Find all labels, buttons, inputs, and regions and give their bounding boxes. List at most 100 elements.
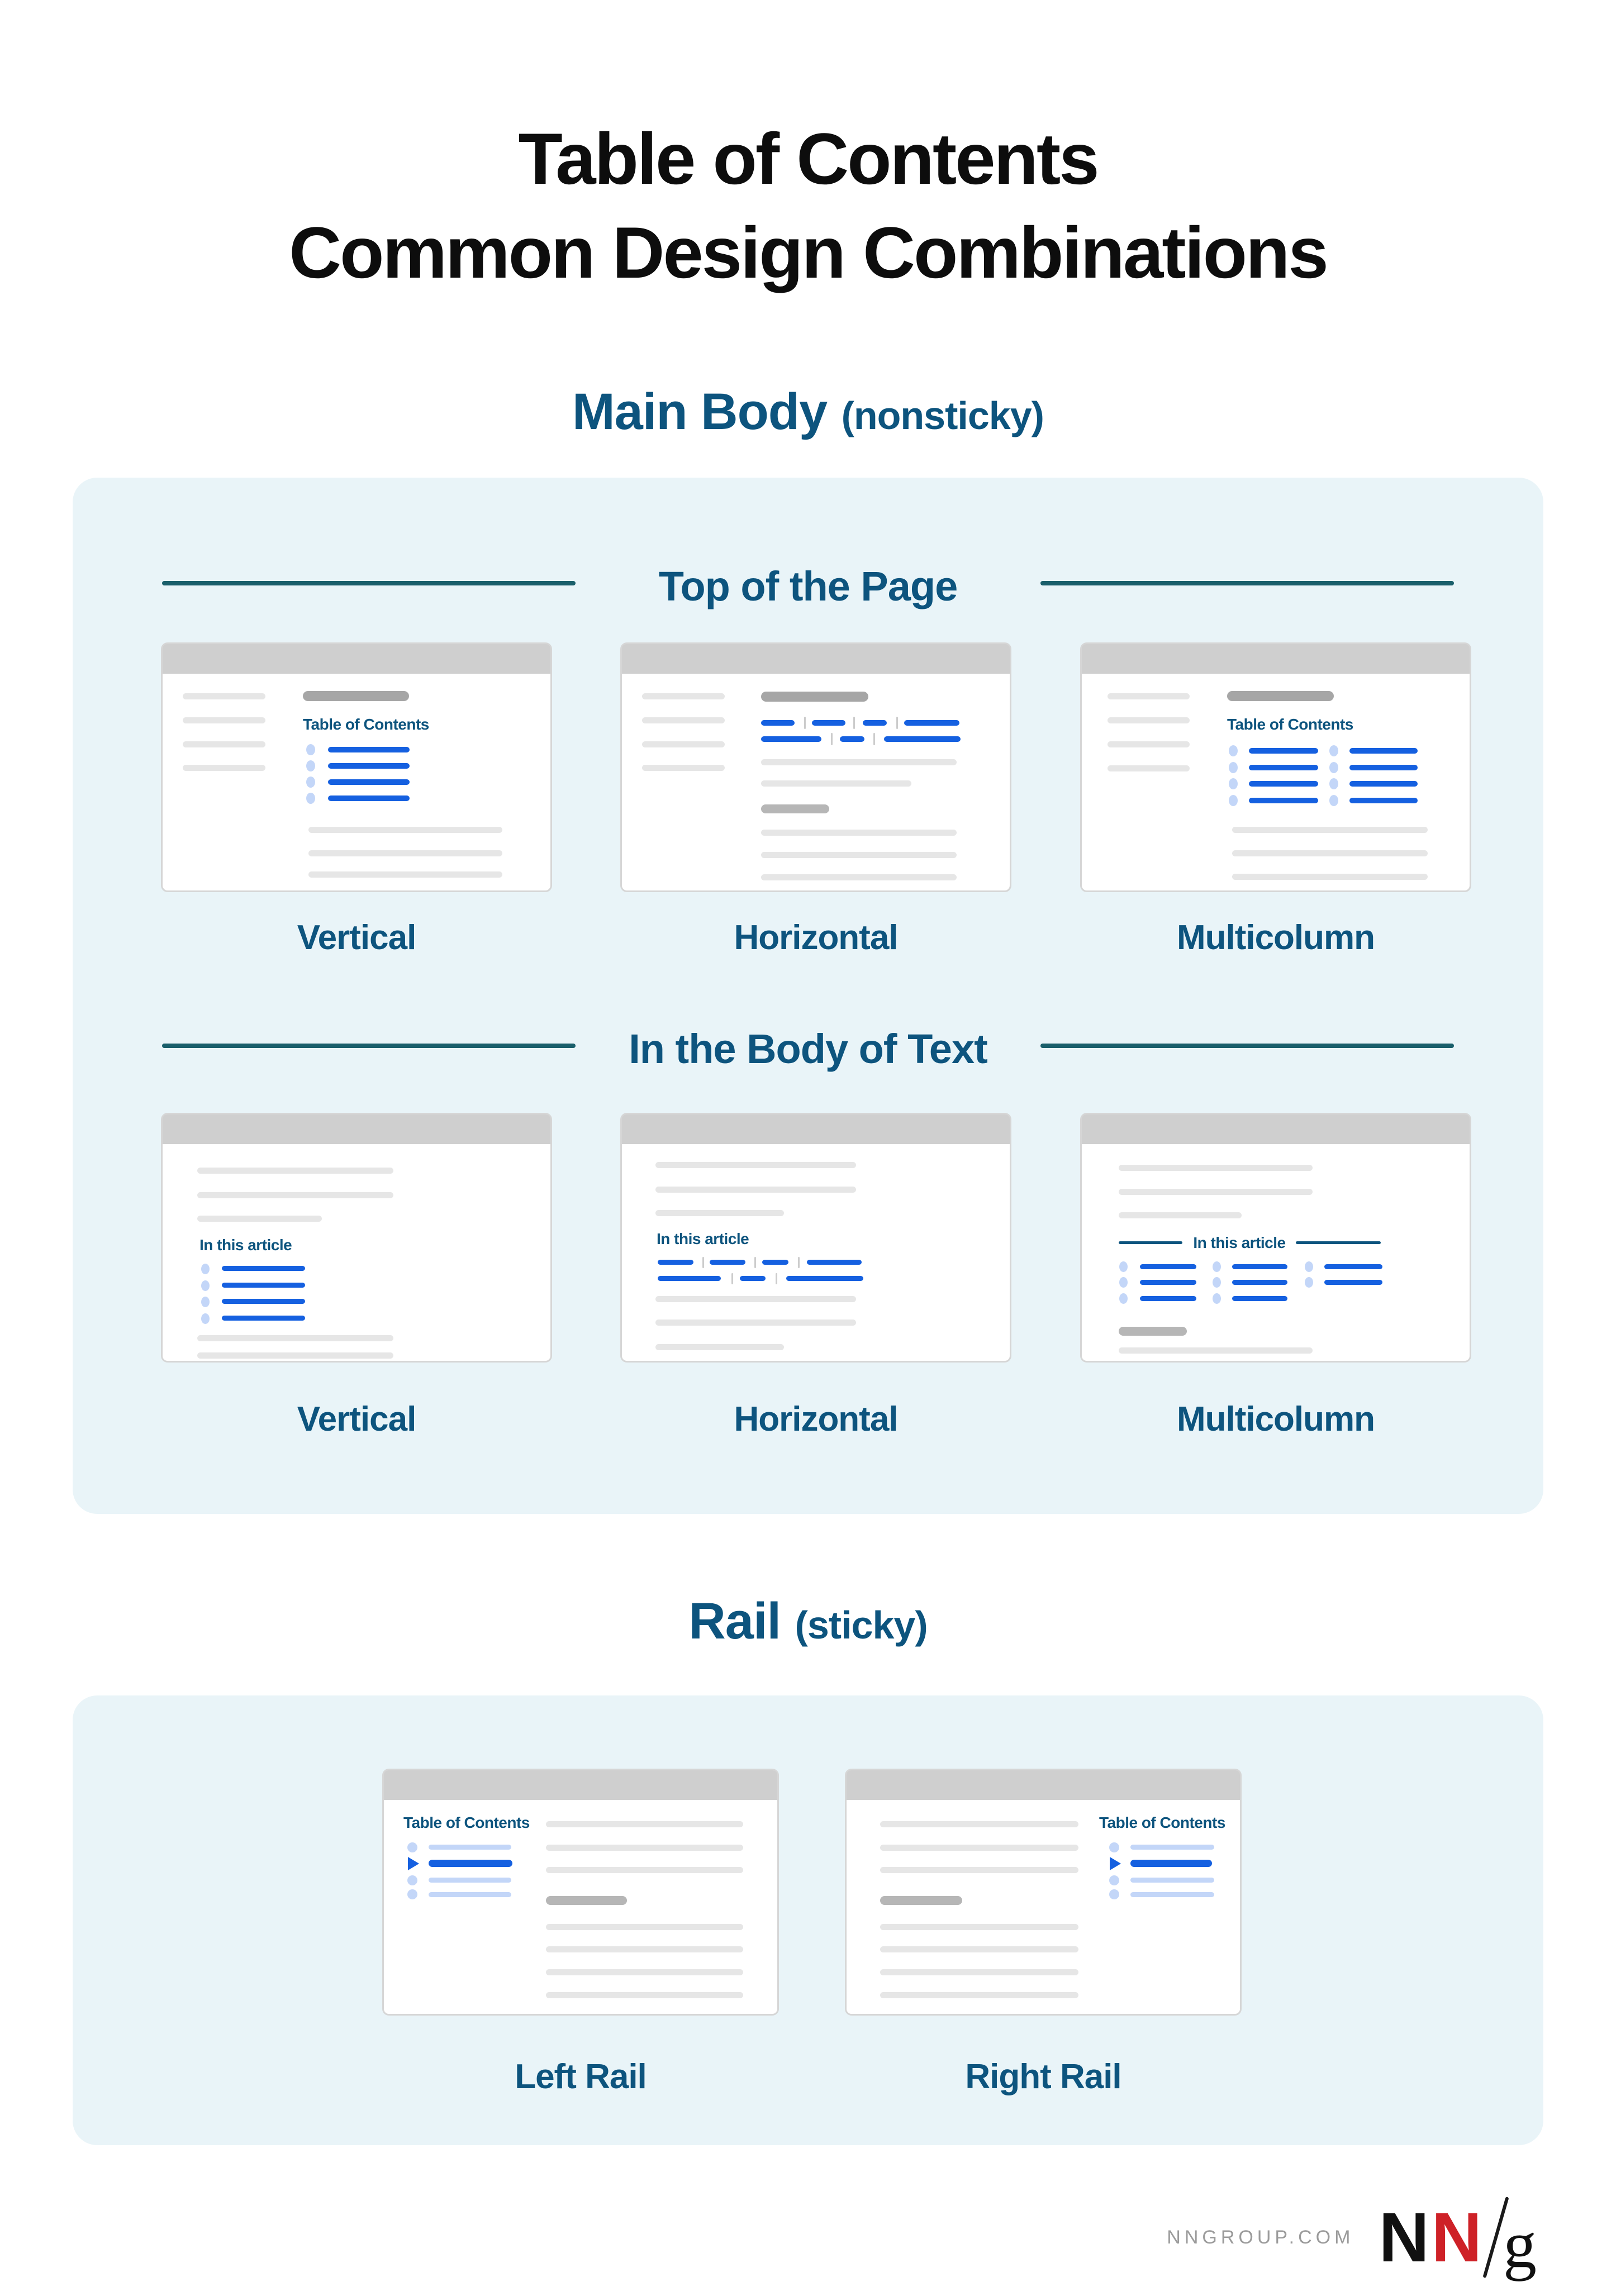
wireframe-card-top-vertical: Table of Contents: [161, 642, 552, 892]
wireframe-card-body-multicolumn: In this article: [1080, 1113, 1471, 1363]
browser-header-bar: [847, 1770, 1240, 1800]
text-line-bar: [183, 765, 265, 771]
text-line-bar: [197, 1168, 393, 1174]
toc-link-bar: [807, 1260, 862, 1265]
text-line-bar: [880, 1867, 1078, 1873]
logo-letter-n-red: N: [1431, 2198, 1482, 2276]
card-label-multicolumn: Multicolumn: [1176, 918, 1375, 957]
separator-bar: [731, 1273, 733, 1284]
bullet-dot: [201, 1313, 210, 1324]
toc-link-bar: [658, 1276, 721, 1281]
bullet-dot: [1213, 1261, 1221, 1272]
toc-link-bar: [1232, 1296, 1287, 1301]
browser-header-bar: [163, 644, 550, 674]
toc-link-inactive-bar: [429, 1845, 511, 1850]
page-title-bar: [761, 692, 868, 702]
subheading-bar: [761, 804, 829, 813]
subsection-heading-top-of-page: Top of the Page: [658, 563, 958, 609]
text-line-bar: [308, 827, 502, 833]
subheading-bar: [1119, 1327, 1187, 1336]
text-line-bar: [880, 1992, 1078, 1998]
wireframe-card-left-rail: Table of Contents: [382, 1769, 779, 2016]
heading-rule-bar: [1296, 1241, 1381, 1244]
text-line-bar: [761, 759, 957, 765]
wireframe-card-top-horizontal: [620, 642, 1011, 892]
page-title-bar: [1227, 691, 1334, 701]
logo-letter-g: g: [1503, 2207, 1537, 2281]
text-line-bar: [1108, 693, 1190, 699]
toc-link-inactive-bar: [429, 1892, 511, 1897]
browser-header-bar: [384, 1770, 777, 1800]
separator-bar: [853, 717, 855, 729]
text-line-bar: [197, 1335, 393, 1341]
bullet-dot: [1329, 778, 1338, 789]
toc-link-bar: [1349, 765, 1418, 770]
text-line-bar: [880, 1946, 1078, 1952]
toc-link-bar: [222, 1283, 305, 1288]
subsection-heading-in-body: In the Body of Text: [629, 1026, 988, 1072]
bullet-dot: [1109, 1842, 1119, 1852]
toc-link-bar: [761, 736, 821, 742]
toc-link-bar: [1249, 798, 1318, 803]
bullet-dot: [1229, 745, 1238, 756]
toc-link-bar: [710, 1260, 745, 1265]
page-title-bar: [303, 691, 409, 701]
browser-header-bar: [1082, 644, 1470, 674]
separator-bar: [702, 1257, 704, 1268]
toc-link-bar: [1324, 1264, 1382, 1269]
toc-link-bar: [840, 736, 864, 742]
text-line-bar: [546, 1992, 743, 1998]
separator-bar: [798, 1257, 800, 1268]
toc-link-bar: [863, 720, 887, 726]
bullet-dot: [1329, 762, 1338, 773]
text-line-bar: [1232, 850, 1428, 856]
text-line-bar: [197, 1352, 393, 1359]
card-label-horizontal: Horizontal: [734, 918, 898, 957]
text-line-bar: [1108, 717, 1190, 723]
toc-link-bar: [1140, 1280, 1196, 1285]
toc-link-bar: [658, 1260, 693, 1265]
toc-link-bar: [222, 1266, 305, 1271]
toc-link-bar: [786, 1276, 863, 1281]
toc-link-bar: [740, 1276, 766, 1281]
toc-link-bar: [761, 720, 795, 726]
toc-link-bar: [762, 1260, 788, 1265]
site-url: NNGROUP.COM: [1167, 2226, 1354, 2248]
browser-header-bar: [1082, 1114, 1470, 1144]
bullet-dot: [1305, 1277, 1313, 1288]
text-line-bar: [642, 741, 725, 747]
bullet-dot: [407, 1889, 417, 1899]
footer: NNGROUP.COM N N g: [1167, 2193, 1537, 2282]
bullet-dot: [1213, 1293, 1221, 1304]
toc-link-bar: [1140, 1296, 1196, 1301]
toc-link-bar: [1249, 765, 1318, 770]
heading-rule-bar: [1119, 1241, 1182, 1244]
bullet-dot: [201, 1264, 210, 1274]
text-line-bar: [642, 765, 725, 771]
bullet-dot: [1229, 795, 1238, 806]
text-line-bar: [308, 871, 502, 878]
heading-divider-line: [1040, 581, 1454, 585]
toc-link-bar: [328, 747, 410, 752]
toc-link-bar: [1349, 781, 1418, 787]
text-line-bar: [655, 1162, 856, 1168]
text-line-bar: [183, 717, 265, 723]
text-line-bar: [655, 1344, 784, 1350]
text-line-bar: [546, 1946, 743, 1952]
toc-link-bar: [328, 779, 410, 785]
toc-link-bar: [222, 1316, 305, 1321]
toc-link-bar: [1349, 748, 1418, 754]
text-line-bar: [546, 1969, 743, 1975]
text-line-bar: [655, 1320, 856, 1326]
toc-link-bar: [1324, 1280, 1382, 1285]
browser-header-bar: [622, 644, 1010, 674]
toc-link-bar: [1249, 748, 1318, 754]
text-line-bar: [308, 850, 502, 856]
bullet-dot: [1109, 1889, 1119, 1899]
toc-link-inactive-bar: [1130, 1845, 1214, 1850]
active-item-arrow-icon: [1110, 1857, 1121, 1870]
separator-bar: [831, 733, 833, 745]
toc-heading: Table of Contents: [1099, 1814, 1225, 1831]
text-line-bar: [880, 1969, 1078, 1975]
text-line-bar: [761, 852, 957, 858]
